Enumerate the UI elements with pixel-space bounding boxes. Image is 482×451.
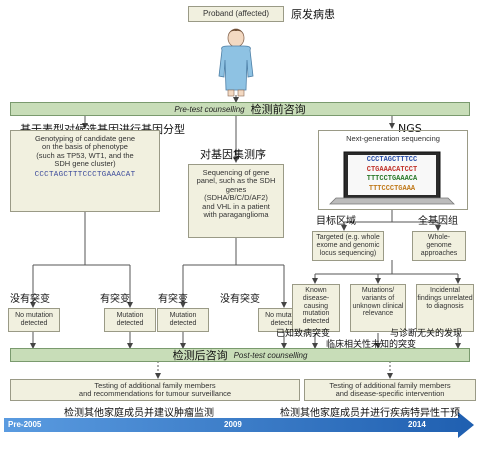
incidental-cn: 与诊断无关的发现	[390, 329, 463, 339]
no-mutation-cn-1: 没有突变	[10, 294, 50, 305]
posttest-label: Post-test counselling	[233, 350, 308, 360]
mutation-cn-2: 有突变	[158, 294, 188, 305]
panel-cn-label: 对基因集测序	[200, 148, 266, 161]
testing-left-box: Testing of additional family members and…	[10, 379, 300, 401]
posttest-band: 检测后咨询 Post-test counselling	[10, 348, 470, 362]
ngs-seq-2: CTGAAACATCCT	[366, 165, 418, 174]
panel-line6: with paraganglioma	[203, 209, 269, 219]
testing-right-line2: and disease-specific intervention	[335, 389, 445, 399]
ngs-seq-1: CCCTAGCTTTCC	[366, 156, 418, 164]
testing-left-cn: 检测其他家庭成员并建议肿瘤监测	[64, 408, 214, 419]
genotyping-line1: Genotyping of candidate gene	[34, 134, 136, 143]
known-mutation-cn: 已知致病突变	[276, 329, 331, 339]
panel-line3: genes	[225, 184, 247, 194]
vus-box: Mutations/ variants of unknown clinical …	[350, 284, 406, 332]
wgs-line1: Whole-	[427, 234, 451, 241]
timeline-end-label: 2014	[408, 420, 426, 429]
mutation-box-1: Mutation detected	[104, 308, 156, 332]
testing-right-cn: 检测其他家庭成员并进行疾病特异性干预	[280, 408, 460, 419]
targeted-line3: locus sequencing)	[319, 249, 377, 257]
genotyping-line4: SDH gene cluster)	[54, 159, 116, 169]
testing-left-line1: Testing of additional family members	[94, 381, 216, 390]
targeted-line2: exome and genomic	[316, 241, 380, 249]
ngs-title: Next-generation sequencing	[346, 134, 440, 143]
targeted-line1: Targeted (e.g. whole	[316, 234, 380, 241]
ngs-seq-4: TTTCCCTGAAA	[368, 184, 416, 193]
laptop-illustration	[329, 151, 455, 205]
incidental-box: Incidental findings unrelated to diagnos…	[416, 284, 474, 332]
timeline-start-label: Pre-2005	[8, 420, 42, 429]
timeline-arrow	[4, 412, 474, 438]
proband-cn-label: 原发病患	[291, 8, 335, 21]
no-mutation-cn-2: 没有突变	[220, 294, 260, 305]
ngs-cn-label: NGS	[398, 122, 422, 135]
proband-box: Proband (affected)	[188, 6, 284, 22]
wgs-line2: genome	[426, 241, 452, 249]
genotyping-sequence: CCCTAGCTTTCCCTGAAACAT	[34, 170, 136, 179]
mutation-cn-1: 有突变	[100, 294, 130, 305]
posttest-cn-label: 检测后咨询	[172, 349, 228, 362]
wgs-box: Whole- genome approaches	[412, 231, 466, 261]
ngs-seq-3: TTTCCTGAAACA	[366, 175, 418, 183]
wgs-line3: approaches	[420, 249, 458, 257]
genotyping-line3: (such as TP53, WT1, and the	[36, 150, 134, 160]
genotyping-box: Genotyping of candidate gene on the basi…	[10, 130, 160, 212]
pretest-band: Pre-test counselling 检测前咨询	[10, 102, 470, 116]
testing-left-line2: and recommendations for tumour surveilla…	[78, 389, 232, 399]
wgs-cn-label: 全基因组	[418, 216, 458, 227]
known-mutation-box: Known disease-causing mutation detected	[292, 284, 340, 332]
ngs-screen-sequences: CCCTAGCTTTCC CTGAAACATCCT TTTCCTGAAACA T…	[349, 156, 435, 194]
panel-line1: Sequencing of gene	[202, 168, 270, 177]
patient-figure	[218, 28, 254, 97]
panel-line2: panel, such as the SDH	[196, 176, 276, 186]
panel-line5: and VHL in a patient	[202, 201, 270, 211]
panel-box: Sequencing of gene panel, such as the SD…	[188, 164, 284, 238]
ngs-box: Next-generation sequencing	[318, 130, 468, 210]
genotyping-line2: on the basis of phenotype	[42, 142, 128, 152]
vus-cn: 临床相关性未知的突变	[326, 340, 417, 350]
testing-right-line1: Testing of additional family members	[329, 381, 451, 390]
panel-line4: (SDHA/B/C/D/AF2)	[204, 193, 268, 203]
target-region-cn-label: 目标区域	[316, 216, 356, 227]
mutation-box-2: Mutation detected	[157, 308, 209, 332]
pretest-cn-label: 检测前咨询	[250, 103, 306, 116]
pretest-label: Pre-test counselling	[174, 104, 245, 114]
testing-right-box: Testing of additional family members and…	[304, 379, 476, 401]
timeline-mid-label: 2009	[224, 420, 242, 429]
targeted-box: Targeted (e.g. whole exome and genomic l…	[312, 231, 384, 261]
no-mutation-box-1: No mutation detected	[8, 308, 60, 332]
